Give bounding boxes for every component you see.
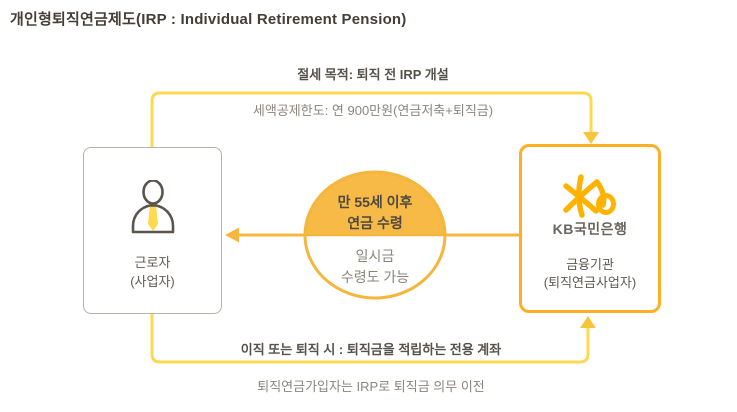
page-title: 개인형퇴직연금제도(IRP : Individual Retirement Pe… bbox=[10, 11, 407, 28]
badge-bottom-line1: 일시금 bbox=[355, 248, 395, 264]
bottom-flow-arrowhead-up bbox=[580, 316, 596, 328]
badge-top-line1: 만 55세 이후 bbox=[337, 194, 413, 210]
bottom-flow-arrow-line bbox=[150, 314, 590, 364]
kb-bank-logo-icon bbox=[563, 174, 616, 218]
bank-box-label-line1: 금융기관 bbox=[566, 257, 614, 272]
top-flow-arrowhead-down bbox=[583, 132, 599, 144]
badge-bottom-line2: 수령도 가능 bbox=[340, 269, 410, 285]
bottom-flow-sublabel: 퇴직연금가입자는 IRP로 퇴직금 의무 이전 bbox=[257, 379, 485, 394]
middle-arrowhead-left bbox=[225, 227, 239, 243]
bottom-flow-label: 이직 또는 퇴직 시 : 퇴직금을 적립하는 전용 계좌 bbox=[240, 342, 502, 357]
worker-box: 근로자 (사업자) bbox=[83, 147, 222, 314]
kb-logo-text: KB국민은행 bbox=[552, 221, 628, 237]
top-flow-arrow-line bbox=[150, 91, 593, 148]
worker-box-label-line2: (사업자) bbox=[130, 274, 175, 289]
worker-person-icon bbox=[131, 180, 174, 234]
bank-box-label-line2: (퇴직연금사업자) bbox=[543, 275, 637, 290]
worker-box-label-line1: 근로자 bbox=[134, 255, 171, 270]
badge-top-line2: 연금 수령 bbox=[347, 215, 403, 231]
top-flow-label: 절세 목적: 퇴직 전 IRP 개설 bbox=[297, 67, 449, 82]
bank-box: KB국민은행 금융기관 (퇴직연금사업자) bbox=[519, 144, 661, 313]
top-flow-sublabel: 세액공제한도: 연 900만원(연금저축+퇴직금) bbox=[252, 103, 494, 118]
pension-badge-top-half bbox=[305, 172, 445, 235]
